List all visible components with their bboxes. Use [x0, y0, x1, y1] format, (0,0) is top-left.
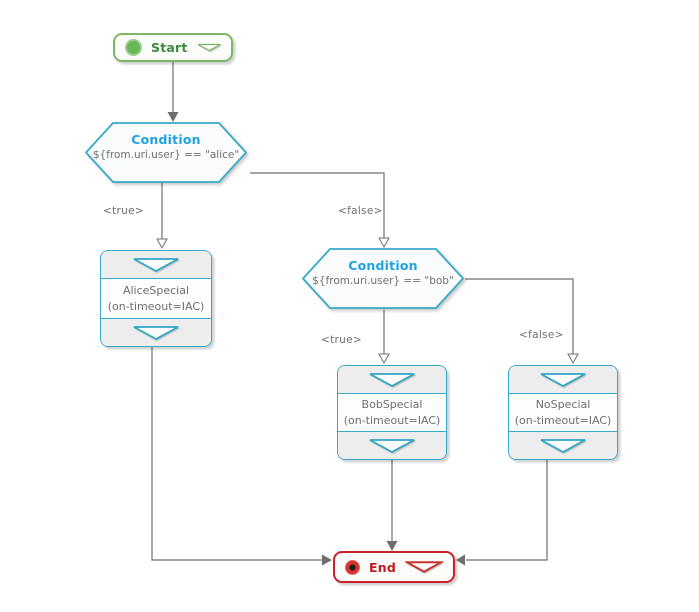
arrowhead-into-end-left	[322, 554, 332, 566]
activity-name: BobSpecial	[361, 397, 423, 411]
start-circle-icon	[125, 39, 142, 56]
edge-label-false: <false>	[338, 205, 383, 217]
nospecial-node[interactable]: NoSpecial (on-timeout=IAC)	[508, 365, 618, 460]
chevron-down-icon	[133, 325, 179, 340]
activity-detail: (on-timeout=IAC)	[514, 413, 612, 427]
arrowhead-into-end-right	[456, 554, 465, 566]
condition-alice-node[interactable]: Condition ${from.uri.user} == "alice"	[85, 122, 247, 183]
condition-expression: ${from.uri.user} == "alice"	[92, 149, 240, 161]
connector-nospecial-to-end	[466, 460, 548, 561]
activity-bottom-row	[509, 431, 617, 459]
hexagon-shape	[302, 248, 464, 309]
alicespecial-node[interactable]: AliceSpecial (on-timeout=IAC)	[100, 250, 212, 347]
activity-detail: (on-timeout=IAC)	[343, 413, 441, 427]
edge-label-true: <true>	[321, 334, 362, 346]
activity-bottom-row	[101, 318, 211, 346]
chevron-down-icon	[540, 372, 586, 387]
end-circle-icon	[345, 559, 360, 575]
bobspecial-node[interactable]: BobSpecial (on-timeout=IAC)	[337, 365, 447, 460]
activity-detail: (on-timeout=IAC)	[107, 299, 205, 313]
condition-bob-node[interactable]: Condition ${from.uri.user} == "bob"	[302, 248, 464, 309]
start-label: Start	[151, 40, 188, 55]
arrowhead-into-condition-bob	[378, 237, 390, 249]
end-node[interactable]: End	[333, 551, 455, 583]
chevron-down-icon	[369, 438, 415, 453]
activity-top-row	[338, 366, 446, 394]
chevron-down-icon	[540, 438, 586, 453]
condition-expression: ${from.uri.user} == "bob"	[312, 275, 454, 287]
arrowhead-into-alicespecial	[156, 238, 168, 250]
activity-name: AliceSpecial	[122, 283, 190, 297]
edge-label-false: <false>	[519, 329, 564, 341]
condition-title: Condition	[131, 132, 201, 147]
arrowhead-into-bobspecial	[378, 353, 390, 365]
activity-body: NoSpecial (on-timeout=IAC)	[509, 394, 617, 431]
arrowhead-into-condition-alice	[167, 112, 179, 122]
chevron-down-icon	[197, 43, 221, 52]
activity-top-row	[509, 366, 617, 394]
activity-bottom-row	[338, 431, 446, 459]
activity-body: BobSpecial (on-timeout=IAC)	[338, 394, 446, 431]
connector-condition-bob-false	[465, 278, 574, 354]
arrowhead-into-end-top	[386, 541, 398, 551]
edge-label-true: <true>	[103, 205, 144, 217]
end-label: End	[369, 559, 396, 575]
start-node[interactable]: Start	[113, 33, 233, 62]
chevron-down-icon	[133, 257, 179, 272]
condition-title: Condition	[348, 258, 418, 273]
connector-condition-alice-false	[250, 172, 385, 238]
arrowhead-into-nospecial	[567, 353, 579, 365]
activity-top-row	[101, 251, 211, 279]
activity-name: NoSpecial	[535, 397, 591, 411]
chevron-down-icon	[369, 372, 415, 387]
chevron-down-icon	[405, 561, 443, 573]
activity-body: AliceSpecial (on-timeout=IAC)	[101, 279, 211, 318]
hexagon-shape	[85, 122, 247, 183]
connector-alicespecial-to-end	[151, 347, 322, 561]
